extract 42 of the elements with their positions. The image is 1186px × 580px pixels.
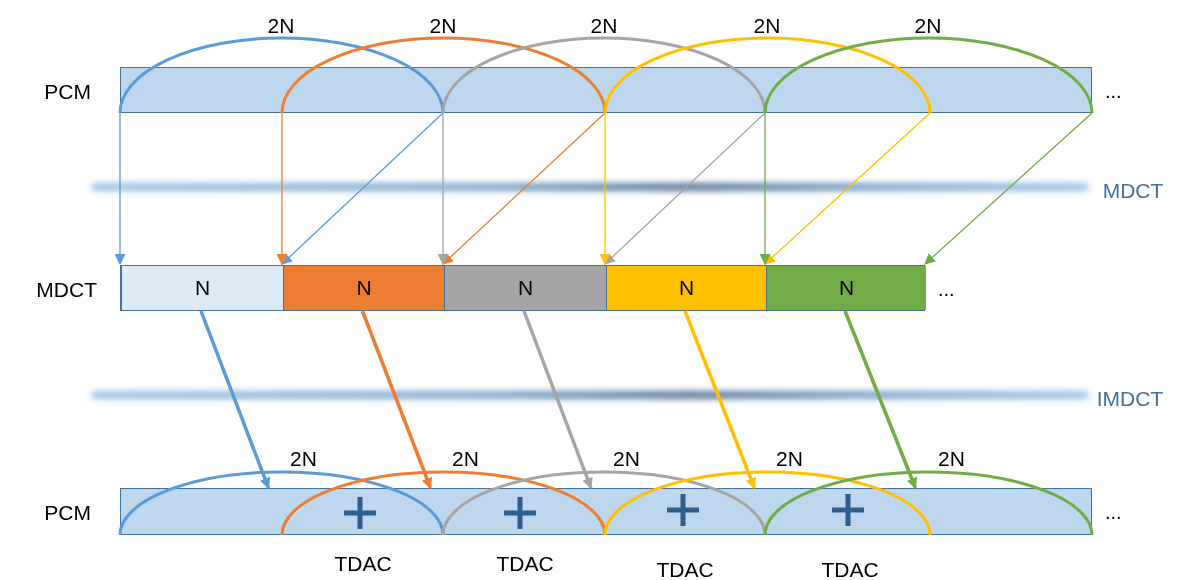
transform-label: MDCT <box>1102 178 1164 204</box>
window-length: 2N <box>452 446 479 472</box>
arrow <box>437 112 449 266</box>
arrow <box>281 112 444 265</box>
window-length: 2N <box>267 13 295 39</box>
coefficient-block: N <box>121 266 283 310</box>
arrow <box>599 112 611 266</box>
window-length: 2N <box>613 446 640 472</box>
row-label: PCM <box>44 79 91 105</box>
window-length: 2N <box>590 13 618 39</box>
coefficient-block: N <box>444 266 606 310</box>
coefficient-block: N <box>766 266 926 310</box>
overlap-label: TDAC <box>334 551 392 577</box>
window-length: 2N <box>776 446 803 472</box>
transform-label: IMDCT <box>1096 386 1164 412</box>
arrow <box>683 310 757 489</box>
arrow <box>276 112 288 266</box>
arrow <box>764 112 931 265</box>
coefficient-block: N <box>283 266 444 310</box>
arrow <box>604 112 766 265</box>
ellipsis: ... <box>1105 79 1122 104</box>
window-length: 2N <box>290 446 317 472</box>
arrow <box>442 112 606 265</box>
ellipsis: ... <box>1105 500 1122 525</box>
arrow <box>843 310 918 489</box>
row-label: MDCT <box>36 277 97 303</box>
arrow <box>924 112 1093 265</box>
arrow <box>199 310 271 490</box>
window-length: 2N <box>938 446 965 472</box>
overlap-label: TDAC <box>656 557 714 580</box>
window-length: 2N <box>914 13 942 39</box>
overlap-label: TDAC <box>821 557 879 580</box>
arrow <box>759 112 771 266</box>
coefficient-block: N <box>606 266 766 310</box>
arrow <box>360 310 433 490</box>
window-length: 2N <box>753 13 781 39</box>
ellipsis: ... <box>938 277 955 302</box>
arrow <box>522 310 593 490</box>
overlap-label: TDAC <box>496 551 554 577</box>
row-label: PCM <box>44 500 91 526</box>
window-length: 2N <box>429 13 457 39</box>
arrow <box>114 112 126 266</box>
